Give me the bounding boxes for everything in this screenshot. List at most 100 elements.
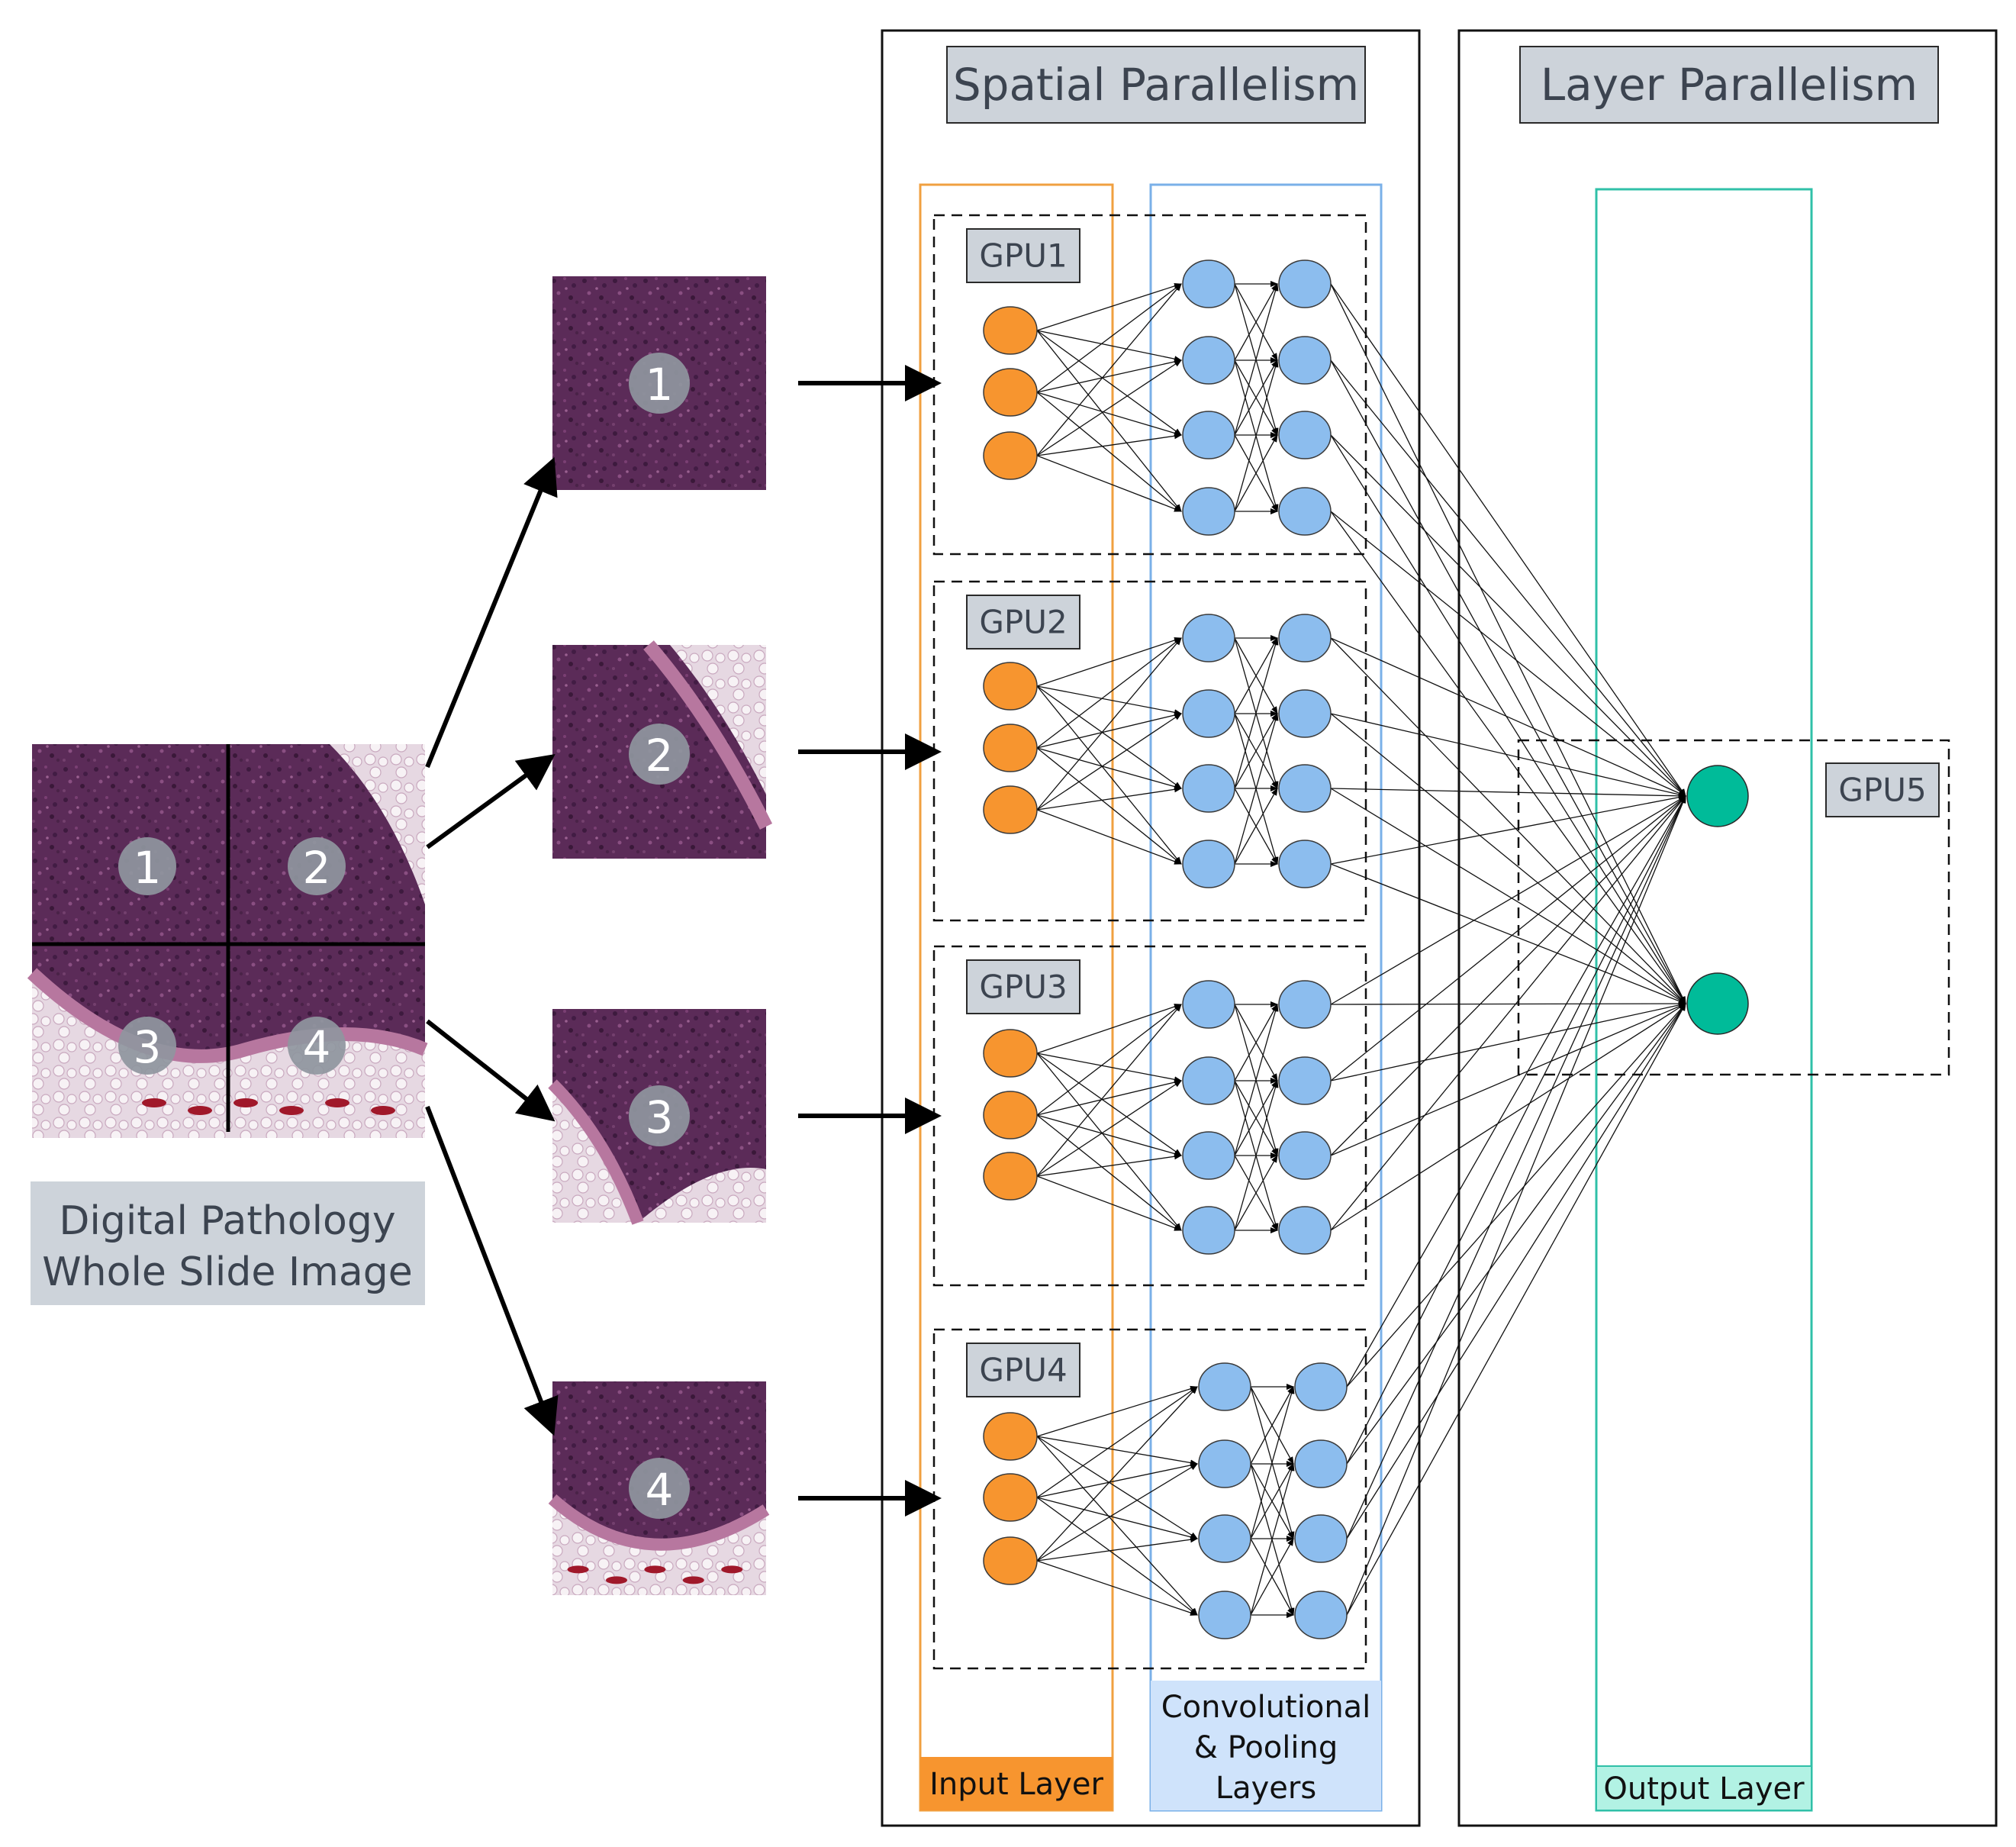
output-layer-tab-bg — [1596, 1765, 1812, 1811]
edge-hidden-output — [1330, 511, 1686, 797]
tile-2-rim — [643, 640, 773, 830]
input-layer-tab-bg — [920, 1757, 1113, 1810]
conv-label-line1: Convolutional — [1161, 1690, 1371, 1725]
wsi-label-line2: Whole Slide Image — [42, 1249, 412, 1295]
edge-input-hidden — [1036, 1560, 1198, 1616]
conv-node — [1198, 1439, 1251, 1488]
gpu2-label: GPU2 — [966, 595, 1080, 650]
pool-node — [1294, 1362, 1348, 1411]
edge-hidden-output — [1330, 359, 1686, 797]
edge-input-hidden — [1036, 1004, 1182, 1177]
edge-input-hidden — [1036, 282, 1182, 331]
gpu1-network — [1036, 281, 1279, 514]
edge-hidden-output — [1330, 1002, 1686, 1081]
edge-hidden-hidden — [1250, 1386, 1294, 1465]
edge-input-hidden — [1036, 359, 1182, 456]
quadrant-number-4-circle — [288, 1017, 346, 1075]
edge-hidden-output — [1346, 1003, 1686, 1539]
tile-number-3-text: 3 — [646, 1091, 674, 1143]
edge-hidden-output — [1330, 795, 1686, 1156]
wsi-rim — [27, 968, 428, 1063]
quadrant-number-2: 2 — [288, 837, 346, 895]
gpu2-label-box — [966, 595, 1080, 650]
tile-number-1-text: 1 — [646, 359, 674, 411]
edge-input-hidden — [1036, 330, 1182, 512]
edge-hidden-output — [1346, 795, 1686, 1616]
tile-number-3: 3 — [629, 1085, 690, 1146]
input-layer-label: Input Layer — [929, 1767, 1103, 1802]
tile-4-vessel — [606, 1576, 627, 1584]
edge-input-hidden — [1036, 1436, 1198, 1616]
edge-input-hidden — [1036, 685, 1182, 716]
gpu5-label: GPU5 — [1825, 762, 1940, 817]
conv-node — [1182, 411, 1235, 459]
edge-hidden-hidden — [1234, 1080, 1278, 1156]
tile-4-vessel — [682, 1576, 704, 1584]
gpu4-label: GPU4 — [966, 1343, 1080, 1397]
edge-input-hidden — [1036, 809, 1182, 865]
edge-input-hidden — [1036, 1462, 1198, 1498]
tile-number-3-circle — [629, 1085, 690, 1146]
tile-number-4: 4 — [629, 1458, 690, 1519]
input-node — [983, 1029, 1038, 1078]
gpu2-network — [1036, 635, 1279, 867]
gpu3-network — [1036, 1001, 1279, 1233]
conv-node — [1182, 487, 1235, 536]
wsi-to-tile-arrow-4 — [425, 1105, 559, 1436]
conv-node — [1182, 1206, 1235, 1255]
edge-input-hidden — [1036, 392, 1182, 437]
edge-hidden-output — [1330, 1003, 1686, 1156]
edge-hidden-output — [1330, 863, 1686, 1004]
quadrant-number-1-text: 1 — [134, 842, 162, 894]
input-node — [983, 1412, 1038, 1461]
edge-input-hidden — [1036, 1153, 1182, 1177]
gpu4-label-box — [966, 1343, 1080, 1397]
tile-4-vessel — [721, 1565, 743, 1574]
edge-hidden-output — [1330, 637, 1686, 797]
edge-hidden-output — [1330, 434, 1686, 1004]
conv-node — [1182, 259, 1235, 308]
edge-hidden-output — [1330, 283, 1686, 1004]
edge-input-hidden — [1036, 283, 1182, 393]
tile-number-4-text: 4 — [646, 1464, 674, 1516]
wsi-fat-top — [330, 744, 425, 904]
conv-node — [1198, 1362, 1251, 1411]
wsi-vessel — [142, 1098, 166, 1107]
edge-hidden-output — [1330, 434, 1686, 797]
layer-parallelism-frame — [1457, 29, 1998, 1827]
gpu4-nodes — [983, 1362, 1348, 1639]
pool-node — [1278, 1131, 1332, 1180]
output-node-1 — [1686, 765, 1749, 827]
input-node — [983, 431, 1038, 480]
tile-number-2-circle — [629, 724, 690, 785]
gpu4-label-text: GPU4 — [979, 1352, 1067, 1389]
input-layer-tab: Input Layer — [920, 1757, 1113, 1810]
edge-input-hidden — [1036, 1004, 1182, 1116]
edge-hidden-output — [1346, 795, 1686, 1539]
wsi-vessel — [233, 1098, 258, 1107]
input-node — [983, 1152, 1038, 1201]
pool-node — [1278, 336, 1332, 385]
quadrant-number-1: 1 — [118, 837, 176, 895]
pool-node — [1278, 980, 1332, 1029]
edge-input-hidden — [1036, 1386, 1198, 1562]
edge-input-hidden — [1036, 1385, 1198, 1437]
edge-hidden-output — [1330, 795, 1686, 1005]
edge-input-hidden — [1036, 747, 1182, 865]
edge-hidden-output — [1346, 1003, 1686, 1616]
edge-hidden-hidden — [1234, 283, 1278, 361]
edge-hidden-output — [1346, 1003, 1686, 1388]
edge-input-hidden — [1036, 1052, 1182, 1231]
tile-number-2-text: 2 — [646, 730, 674, 782]
input-node — [983, 1091, 1038, 1139]
spatial-parallelism-title-text: Spatial Parallelism — [953, 59, 1359, 111]
edge-hidden-hidden — [1250, 1463, 1295, 1616]
edge-hidden-output — [1330, 794, 1686, 865]
tile-4-vessel — [567, 1565, 589, 1574]
edge-input-hidden — [1036, 747, 1182, 790]
edge-input-hidden — [1036, 1052, 1182, 1156]
quadrant-number-2-circle — [288, 837, 346, 895]
layer-parallelism-title: Layer Parallelism — [1519, 46, 1939, 124]
